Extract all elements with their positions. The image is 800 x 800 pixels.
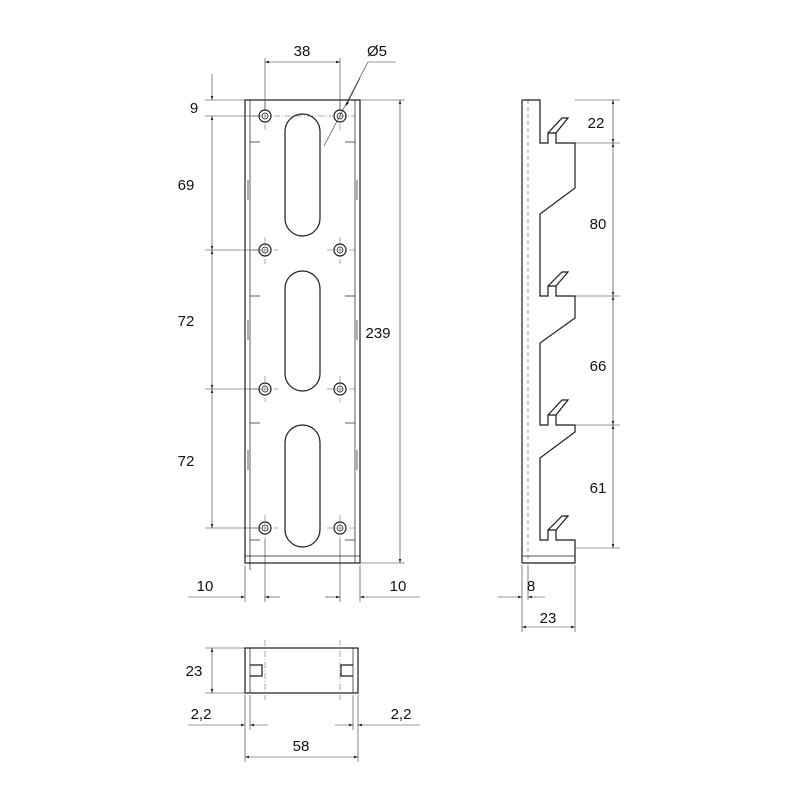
dim-hole-spacing: 38: [264, 43, 341, 110]
bottom-channel-right: [340, 664, 353, 677]
dim-seg2-label: 72: [178, 313, 195, 330]
dim-left-wall-label: 2,2: [191, 706, 212, 723]
slot-top: [284, 113, 321, 237]
dim-width-label: 58: [293, 738, 310, 755]
dim-hole-diameter-label: Ø5: [367, 43, 387, 60]
bottom-channel-left: [250, 664, 263, 677]
dim-side-top-label: 22: [588, 115, 605, 132]
front-view: 38 Ø5 9 69 72 72: [178, 43, 420, 602]
dim-side-chain: 22 80 66 61: [575, 99, 620, 549]
dim-hole-spacing-label: 38: [294, 43, 311, 60]
dim-margins: 10 10: [188, 540, 420, 602]
hook-1: [547, 117, 570, 134]
bottom-outline: [244, 647, 359, 694]
hook-3: [547, 399, 570, 416]
dim-bottom-height-label: 23: [186, 663, 203, 680]
dim-depth-label: 23: [540, 610, 557, 627]
bottom-view: 23 2,2 2,2 58: [186, 640, 420, 762]
side-view: 22 80 66 61 8 23: [498, 99, 620, 632]
dim-side-seg3-label: 61: [590, 480, 607, 497]
dim-top-label: 9: [190, 100, 198, 117]
dim-left-margin-label: 10: [197, 578, 214, 595]
hole-centerlines: [252, 102, 355, 541]
mounting-holes: [258, 109, 347, 535]
dim-hole-diameter: Ø5: [323, 43, 396, 147]
dim-total-height-label: 239: [365, 325, 390, 342]
side-profile: [522, 99, 576, 564]
dim-right-wall-label: 2,2: [391, 706, 412, 723]
dim-right-margin-label: 10: [390, 578, 407, 595]
front-plate-outline: [244, 99, 361, 564]
dim-side-seg1-label: 80: [590, 216, 607, 233]
dim-bottom-walls: 2,2 2,2: [188, 695, 420, 762]
hook-2: [547, 271, 570, 287]
dim-bottom-width: 58: [245, 738, 358, 759]
dim-vertical-chain: 9 69 72 72: [178, 74, 262, 529]
edge-ticks: [247, 141, 358, 541]
dim-base-thickness-label: 8: [527, 578, 535, 595]
dim-side-seg2-label: 66: [590, 358, 607, 375]
dim-seg1-label: 69: [178, 177, 195, 194]
dim-seg3-label: 72: [178, 453, 195, 470]
dim-side-bottom: 8 23: [498, 565, 576, 632]
dim-total-height: 239: [360, 99, 405, 564]
slot-bottom: [284, 424, 321, 548]
dim-bottom-height: 23: [186, 647, 245, 694]
hook-4: [547, 515, 570, 531]
slot-middle: [284, 270, 321, 392]
